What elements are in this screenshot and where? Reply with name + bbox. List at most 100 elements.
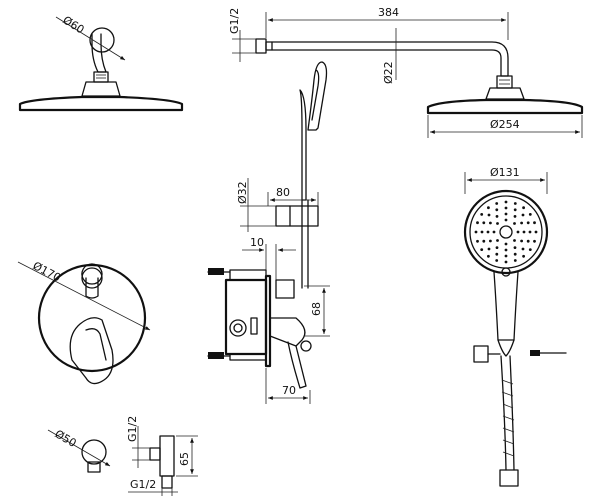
dim-valve-height: 68 xyxy=(310,302,323,316)
nozzle xyxy=(516,230,520,234)
nozzle xyxy=(526,221,530,225)
nozzle xyxy=(504,200,508,204)
wall-outlet-front-view: Ø50 xyxy=(47,427,111,473)
nozzle xyxy=(521,213,525,217)
hand-shower-face xyxy=(463,189,549,275)
arm-nut xyxy=(93,71,109,83)
nozzle xyxy=(504,248,508,252)
dim-arm-tube-diameter: Ø22 xyxy=(382,61,395,84)
nozzle xyxy=(492,230,496,234)
hose-upper xyxy=(299,89,307,201)
arm-wall-mount xyxy=(255,38,267,54)
nozzle xyxy=(513,222,516,225)
nozzle-pattern xyxy=(474,200,538,264)
nozzle xyxy=(513,215,517,218)
diverter-knob xyxy=(81,263,103,299)
hose xyxy=(500,355,515,471)
holder xyxy=(275,205,319,227)
nozzle xyxy=(504,242,508,246)
hand-shower-side xyxy=(307,61,328,131)
head-dome-right xyxy=(485,87,525,100)
nozzle xyxy=(476,221,479,225)
nozzle xyxy=(495,208,499,212)
dim-holder-diameter: Ø32 xyxy=(236,181,249,204)
nozzle xyxy=(513,259,517,262)
nozzle xyxy=(482,239,486,243)
head-disc-right xyxy=(426,98,584,115)
head-dome xyxy=(81,81,121,97)
outlet-round xyxy=(81,439,107,465)
dim-head-diameter: Ø254 xyxy=(490,118,520,131)
nozzle xyxy=(534,230,538,234)
mount-screw-top xyxy=(208,268,224,275)
dim-hand-shower-diameter: Ø131 xyxy=(490,166,520,179)
mount-screw-bottom xyxy=(208,352,224,359)
arm-elbow xyxy=(91,33,107,73)
nozzle xyxy=(495,215,499,218)
nozzle xyxy=(487,254,490,258)
nozzle xyxy=(528,213,532,216)
nozzle xyxy=(522,230,526,234)
wall-flange xyxy=(89,27,115,53)
lever-side xyxy=(269,317,306,347)
nozzle xyxy=(487,206,490,210)
nozzle xyxy=(495,259,499,262)
nozzle xyxy=(480,248,484,252)
nozzle xyxy=(513,252,517,256)
dim-holder-offset: 80 xyxy=(276,186,290,199)
dim-arm-length: 384 xyxy=(378,6,399,19)
head-nut xyxy=(496,75,513,89)
rail-and-valve-side-view: Ø32 80 10 68 xyxy=(207,61,330,404)
nozzle xyxy=(533,239,536,243)
nozzle xyxy=(480,230,484,234)
nozzle xyxy=(504,206,508,210)
nozzle xyxy=(522,206,525,210)
nozzle xyxy=(520,239,523,243)
outlet-body xyxy=(159,435,175,477)
head-disc xyxy=(18,95,184,112)
nozzle xyxy=(496,239,499,242)
nozzle xyxy=(495,202,499,205)
nozzle xyxy=(504,260,508,264)
hose-clip xyxy=(473,345,489,363)
dim-plate-diameter: Ø170 xyxy=(31,259,63,284)
nozzle xyxy=(474,230,478,234)
nozzle xyxy=(486,230,490,234)
wall-outlet-side-view: G1/2 65 G1/2 xyxy=(126,416,198,496)
nozzle xyxy=(528,230,532,234)
hand-shower-front-view: Ø131 xyxy=(463,166,567,487)
dim-flange-diameter: Ø60 xyxy=(60,14,86,37)
nozzle xyxy=(513,246,517,250)
nozzle xyxy=(513,202,517,205)
dim-valve-depth: 70 xyxy=(282,384,296,397)
nozzle xyxy=(528,248,532,252)
center-nozzle xyxy=(499,225,513,239)
nozzle xyxy=(526,239,530,243)
nozzle xyxy=(489,221,492,225)
dim-outlet-thread-top: G1/2 xyxy=(126,416,139,442)
shower-head-front-view: Ø60 xyxy=(18,14,184,112)
dim-outlet-thread-bottom: G1/2 xyxy=(130,478,156,491)
nozzle xyxy=(489,239,492,243)
dim-outlet-diameter: Ø50 xyxy=(53,427,79,450)
nozzle xyxy=(520,221,523,225)
dim-plate-offset: 10 xyxy=(250,236,264,249)
valve-port xyxy=(229,319,247,337)
hand-shower-handle xyxy=(493,271,519,341)
nozzle xyxy=(487,247,491,251)
nozzle xyxy=(513,239,516,242)
nozzle xyxy=(522,254,525,258)
nozzle xyxy=(495,246,499,250)
nozzle xyxy=(496,222,499,225)
cover-plate-front-view: Ø170 xyxy=(17,259,151,385)
nozzle xyxy=(504,254,508,258)
valve-body xyxy=(224,278,268,356)
hose-nut xyxy=(499,469,519,487)
nozzle xyxy=(480,213,484,216)
nozzle xyxy=(521,247,525,251)
mixer-lever xyxy=(69,317,114,385)
nozzle xyxy=(495,252,499,256)
dim-arm-thread: G1/2 xyxy=(228,8,241,34)
nozzle xyxy=(504,218,508,222)
